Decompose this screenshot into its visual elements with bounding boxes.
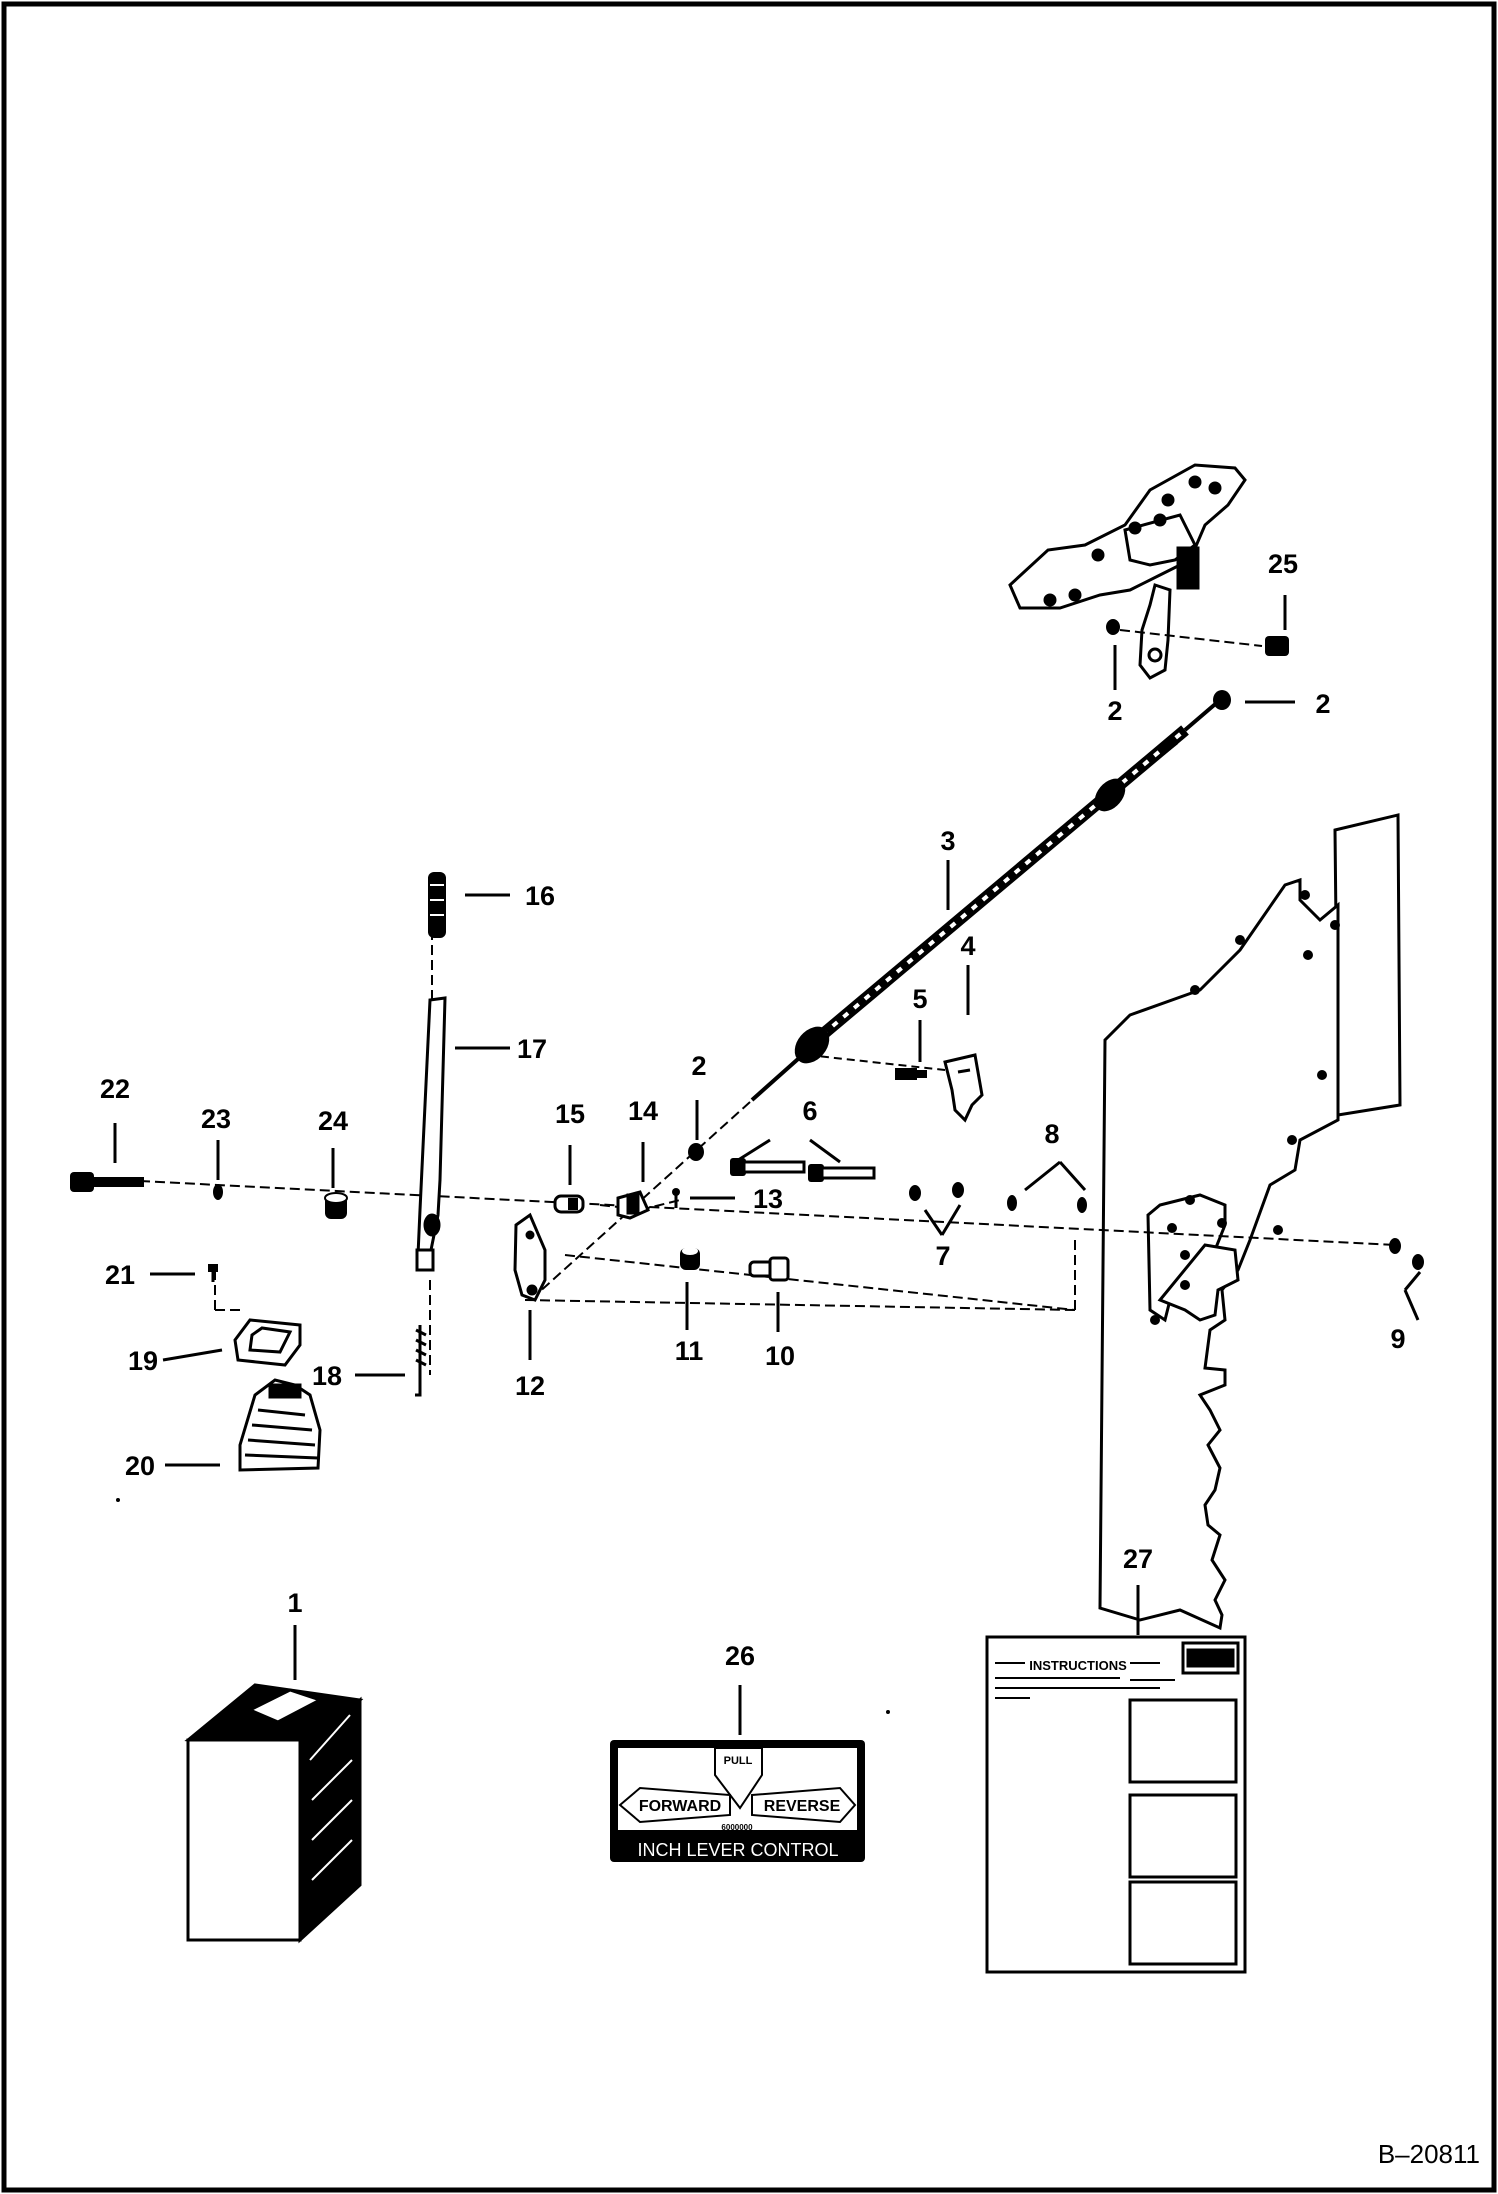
callout-2-c: 2 bbox=[691, 1051, 706, 1081]
callout-6: 6 bbox=[802, 1096, 817, 1126]
callout-25: 25 bbox=[1268, 549, 1298, 579]
callout-20: 20 bbox=[125, 1451, 155, 1481]
callout-21: 21 bbox=[105, 1260, 135, 1290]
decal-reverse-text: REVERSE bbox=[764, 1798, 841, 1815]
cable-clip-4 bbox=[943, 1053, 984, 1123]
callout-14: 14 bbox=[628, 1096, 658, 1126]
washer-23 bbox=[213, 1184, 223, 1200]
instruction-heading: INSTRUCTIONS bbox=[1029, 1658, 1127, 1673]
boot-20 bbox=[238, 1378, 322, 1472]
callout-10: 10 bbox=[765, 1341, 795, 1371]
leader-lines bbox=[113, 595, 1422, 1735]
block-14 bbox=[616, 1190, 650, 1220]
spacer-10 bbox=[748, 1256, 790, 1282]
callout-11: 11 bbox=[675, 1336, 704, 1366]
manual-box-1 bbox=[184, 1683, 364, 1944]
dot-mark bbox=[116, 1498, 120, 1502]
callout-3: 3 bbox=[940, 826, 955, 856]
bolts-6 bbox=[730, 1158, 876, 1182]
screw-21 bbox=[208, 1264, 218, 1282]
callout-5: 5 bbox=[912, 984, 927, 1014]
dot-mark bbox=[886, 1710, 890, 1714]
pedal-bracket bbox=[1008, 463, 1247, 680]
washer-2-mid bbox=[688, 1143, 704, 1161]
nuts-9 bbox=[1389, 1238, 1424, 1270]
callout-15: 15 bbox=[555, 1099, 585, 1129]
cotter-pin-13 bbox=[672, 1188, 680, 1208]
callout-8: 8 bbox=[1044, 1119, 1059, 1149]
bushing-24 bbox=[324, 1192, 348, 1219]
callout-12: 12 bbox=[515, 1371, 545, 1401]
plate-19 bbox=[233, 1318, 302, 1367]
instruction-sheet-27 bbox=[985, 1635, 1247, 1974]
callout-13: 13 bbox=[753, 1184, 783, 1214]
callout-7: 7 bbox=[935, 1241, 950, 1271]
callout-labels: 25 2 2 3 16 4 5 17 2 22 23 24 15 14 6 8 … bbox=[100, 549, 1406, 1671]
callout-16: 16 bbox=[525, 881, 555, 911]
lever-grip-16 bbox=[428, 872, 446, 938]
bolt-5 bbox=[895, 1068, 927, 1080]
decal-pull-text: PULL bbox=[724, 1755, 753, 1767]
document-id: B–20811 bbox=[1378, 2139, 1480, 2169]
decal-forward-text: FORWARD bbox=[639, 1798, 721, 1815]
frame-holes bbox=[1150, 890, 1340, 1325]
lever-17 bbox=[415, 996, 447, 1272]
callout-2-b: 2 bbox=[1315, 689, 1330, 719]
callout-24: 24 bbox=[318, 1106, 348, 1136]
callout-1: 1 bbox=[287, 1588, 302, 1618]
arm-12 bbox=[513, 1212, 547, 1302]
callout-18: 18 bbox=[312, 1361, 342, 1391]
decal-part-number: 6000000 bbox=[721, 1823, 753, 1832]
frame-panel bbox=[1098, 813, 1402, 1631]
callout-26: 26 bbox=[725, 1641, 755, 1671]
callout-9: 9 bbox=[1390, 1324, 1405, 1354]
decal-26: PULL FORWARD REVERSE 6000000 INCH LEVER … bbox=[610, 1740, 865, 1862]
nuts-7-washers-8 bbox=[909, 1182, 1087, 1213]
decal-caption: INCH LEVER CONTROL bbox=[637, 1840, 838, 1860]
pivot-axis-lines bbox=[139, 915, 1396, 1375]
bushing-11 bbox=[680, 1247, 700, 1270]
bolt-22 bbox=[70, 1172, 144, 1192]
callout-23: 23 bbox=[201, 1104, 231, 1134]
spring-18 bbox=[415, 1325, 427, 1397]
callout-19: 19 bbox=[128, 1346, 158, 1376]
callout-4: 4 bbox=[960, 931, 975, 961]
pin-15 bbox=[553, 1194, 585, 1214]
bolt-25 bbox=[1106, 619, 1289, 710]
callout-22: 22 bbox=[100, 1074, 130, 1104]
control-cable-3 bbox=[750, 698, 1222, 1102]
callout-17: 17 bbox=[517, 1034, 547, 1064]
callout-2-a: 2 bbox=[1107, 696, 1122, 726]
callout-27: 27 bbox=[1123, 1544, 1153, 1574]
